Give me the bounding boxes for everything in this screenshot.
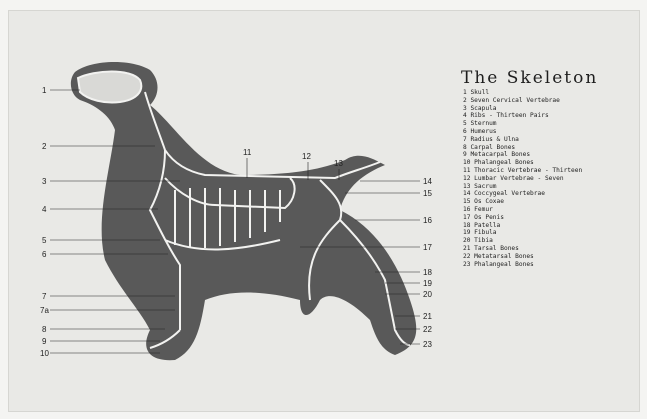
callout-7: 7 bbox=[42, 292, 47, 301]
callout-6: 6 bbox=[42, 250, 47, 259]
legend-item: 7 Radius & Ulna bbox=[463, 136, 582, 144]
callout-12: 12 bbox=[302, 152, 311, 161]
legend-item: 5 Sternum bbox=[463, 120, 582, 128]
callout-4: 4 bbox=[42, 205, 47, 214]
callout-20: 20 bbox=[423, 290, 432, 299]
legend-item: 8 Carpal Bones bbox=[463, 144, 582, 152]
callout-16: 16 bbox=[423, 216, 432, 225]
legend-item: 18 Patella bbox=[463, 222, 582, 230]
dog-silhouette bbox=[71, 62, 416, 360]
legend-item: 10 Phalangeal Bones bbox=[463, 159, 582, 167]
legend-item: 16 Femur bbox=[463, 206, 582, 214]
callout-23: 23 bbox=[423, 340, 432, 349]
legend-item: 1 Skull bbox=[463, 89, 582, 97]
callout-5: 5 bbox=[42, 236, 47, 245]
callout-21: 21 bbox=[423, 312, 432, 321]
callout-1: 1 bbox=[42, 86, 47, 95]
legend-item: 2 Seven Cervical Vertebrae bbox=[463, 97, 582, 105]
legend-item: 12 Lumbar Vertebrae - Seven bbox=[463, 175, 582, 183]
callout-3: 3 bbox=[42, 177, 47, 186]
legend-item: 22 Metatarsal Bones bbox=[463, 253, 582, 261]
legend-item: 9 Metacarpal Bones bbox=[463, 151, 582, 159]
callout-17: 17 bbox=[423, 243, 432, 252]
callout-7a: 7a bbox=[40, 306, 49, 315]
callout-11: 11 bbox=[243, 148, 252, 157]
legend-item: 11 Thoracic Vertebrae - Thirteen bbox=[463, 167, 582, 175]
callout-10: 10 bbox=[40, 349, 49, 358]
callout-14: 14 bbox=[423, 177, 432, 186]
callout-13: 13 bbox=[334, 159, 343, 168]
legend-item: 15 Os Coxae bbox=[463, 198, 582, 206]
callout-9: 9 bbox=[42, 337, 47, 346]
legend-item: 23 Phalangeal Bones bbox=[463, 261, 582, 269]
legend-title: The Skeleton bbox=[461, 68, 598, 88]
legend-item: 21 Tarsal Bones bbox=[463, 245, 582, 253]
callout-18: 18 bbox=[423, 268, 432, 277]
callout-15: 15 bbox=[423, 189, 432, 198]
legend-item: 19 Fibula bbox=[463, 229, 582, 237]
callout-2: 2 bbox=[42, 142, 47, 151]
legend-item: 6 Humerus bbox=[463, 128, 582, 136]
callout-19: 19 bbox=[423, 279, 432, 288]
legend-item: 4 Ribs - Thirteen Pairs bbox=[463, 112, 582, 120]
legend-item: 20 Tibia bbox=[463, 237, 582, 245]
legend-item: 14 Coccygeal Vertebrae bbox=[463, 190, 582, 198]
callout-8: 8 bbox=[42, 325, 47, 334]
legend-item: 17 Os Penis bbox=[463, 214, 582, 222]
legend-item: 3 Scapula bbox=[463, 105, 582, 113]
callout-22: 22 bbox=[423, 325, 432, 334]
legend-item: 13 Sacrum bbox=[463, 183, 582, 191]
